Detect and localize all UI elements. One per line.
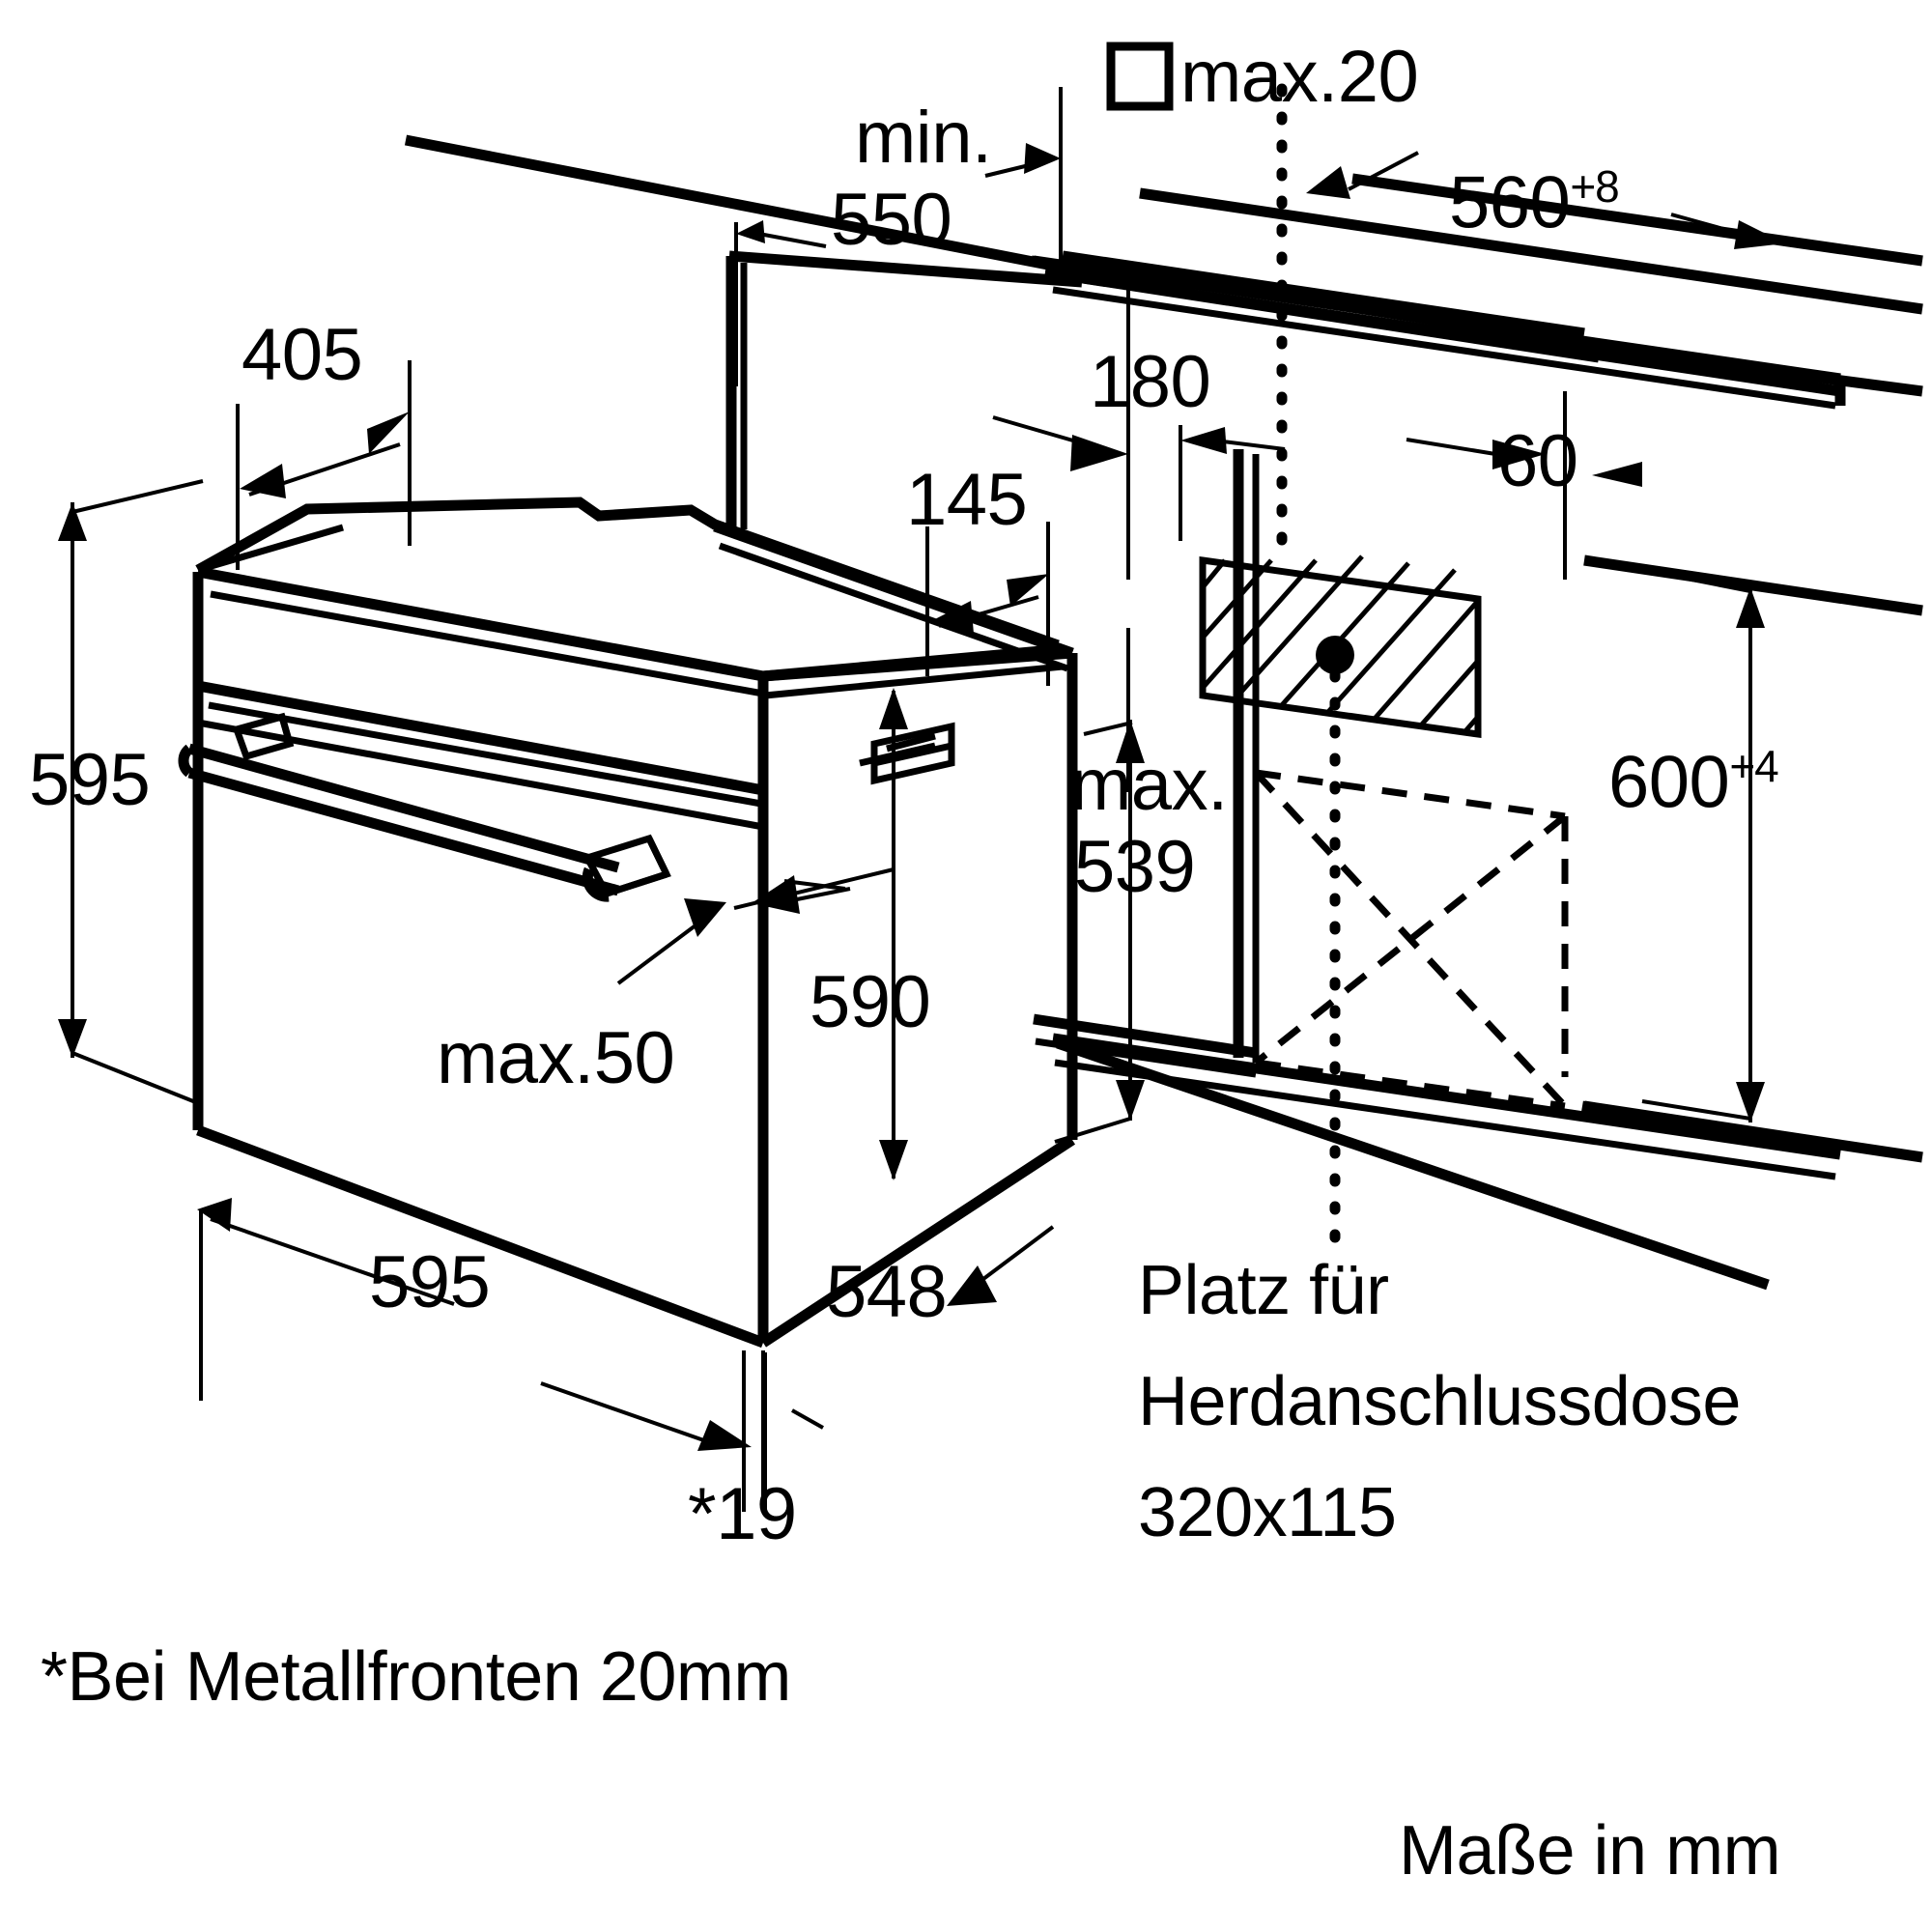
label-560-tolerance: +8 bbox=[1570, 161, 1619, 212]
label-595-height: 595 bbox=[29, 739, 151, 821]
footnote-metal-fronts: *Bei Metallfronten 20mm bbox=[41, 1638, 791, 1716]
dim-595-height bbox=[58, 479, 204, 1105]
dim-max-539 bbox=[1054, 720, 1145, 1144]
label-max: max. bbox=[1070, 744, 1228, 826]
dim-405 bbox=[236, 360, 412, 570]
label-405: 405 bbox=[242, 314, 363, 396]
dim-min-550 bbox=[734, 87, 1063, 386]
label-180: 180 bbox=[1090, 341, 1211, 423]
dim-548 bbox=[791, 1225, 1055, 1430]
dim-595-width bbox=[197, 1198, 765, 1507]
label-min: min. bbox=[855, 97, 992, 179]
label-595-width: 595 bbox=[369, 1241, 491, 1323]
socket-centerline bbox=[1276, 83, 1341, 1262]
label-max-50: max.50 bbox=[437, 1017, 675, 1099]
label-19: *19 bbox=[688, 1473, 797, 1555]
label-539: 539 bbox=[1074, 826, 1196, 908]
dim-590 bbox=[879, 688, 908, 1180]
label-550: 550 bbox=[831, 179, 952, 261]
dim-560 bbox=[1306, 151, 1785, 249]
label-600-value: 600 bbox=[1608, 741, 1730, 824]
oven-body bbox=[178, 497, 1078, 1349]
label-600-tolerance: +4 bbox=[1729, 741, 1778, 791]
label-560-value: 560 bbox=[1449, 161, 1571, 244]
label-60: 60 bbox=[1497, 420, 1578, 502]
dim-600 bbox=[1622, 564, 1765, 1122]
units-note: Maße in mm bbox=[1399, 1812, 1781, 1889]
label-548: 548 bbox=[826, 1251, 948, 1333]
label-145: 145 bbox=[906, 459, 1028, 541]
dim-180 bbox=[992, 285, 1130, 792]
dim-60 bbox=[1179, 391, 1642, 580]
socket-hatch-area bbox=[1199, 554, 1482, 739]
cabinet-outline bbox=[404, 134, 1923, 1291]
square-symbol-icon bbox=[1106, 42, 1174, 111]
label-590: 590 bbox=[810, 961, 931, 1043]
socket-note-line-1: Platz für bbox=[1138, 1252, 1389, 1329]
label-max-20: max.20 bbox=[1180, 36, 1419, 118]
dim-145 bbox=[925, 522, 1050, 686]
socket-note-line-3: 320x115 bbox=[1138, 1474, 1397, 1551]
label-600: 600+4 bbox=[1608, 741, 1779, 819]
label-560: 560+8 bbox=[1449, 161, 1620, 244]
socket-note-line-2: Herdanschlussdose bbox=[1138, 1363, 1741, 1440]
dim-max-50-leader bbox=[616, 867, 895, 985]
dim-19 bbox=[742, 1352, 767, 1512]
